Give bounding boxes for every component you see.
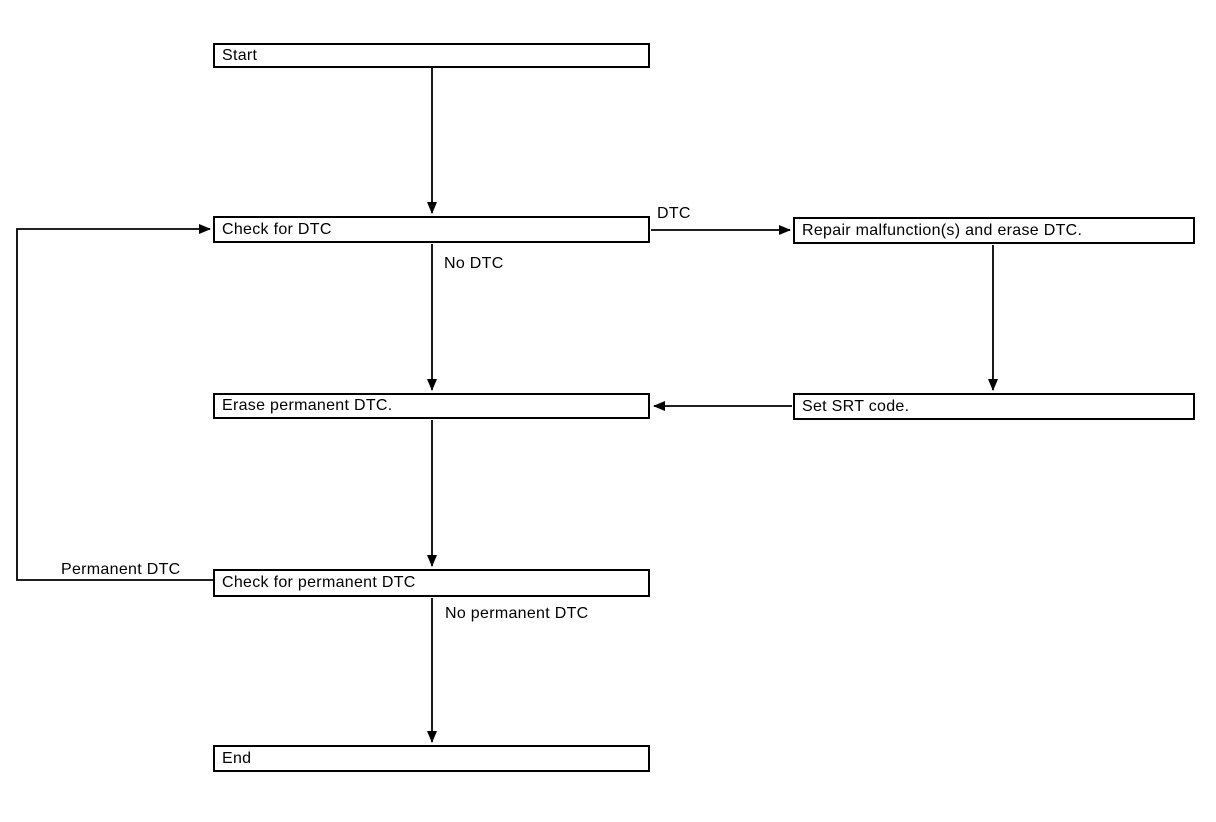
node-label-start: Start (222, 46, 258, 64)
node-check-for-dtc: Check for DTC (213, 216, 650, 243)
node-label-repair-malfunction: Repair malfunction(s) and erase DTC. (802, 221, 1083, 239)
edge-label-check-permanent-to-end: No permanent DTC (445, 605, 589, 623)
node-label-erase-permanent-dtc: Erase permanent DTC. (222, 397, 393, 414)
node-label-check-for-permanent-dtc: Check for permanent DTC (222, 574, 416, 591)
node-label-end: End (222, 749, 252, 767)
edge-label-check-permanent-loop-to-check: Permanent DTC (61, 561, 181, 579)
node-label-check-for-dtc: Check for DTC (222, 220, 332, 238)
node-set-srt-code: Set SRT code. (793, 393, 1195, 420)
node-check-for-permanent-dtc: Check for permanent DTC (213, 569, 650, 597)
node-start: Start (213, 43, 650, 68)
edge-label-check-for-dtc-to-erase: No DTC (444, 255, 504, 273)
edge-label-check-for-dtc-to-repair: DTC (657, 205, 691, 223)
node-label-set-srt-code: Set SRT code. (802, 397, 910, 415)
node-repair-malfunction: Repair malfunction(s) and erase DTC. (793, 217, 1195, 244)
node-end: End (213, 745, 650, 772)
node-erase-permanent-dtc: Erase permanent DTC. (213, 393, 650, 419)
edge-check-permanent-loop-to-check (16, 224, 213, 581)
